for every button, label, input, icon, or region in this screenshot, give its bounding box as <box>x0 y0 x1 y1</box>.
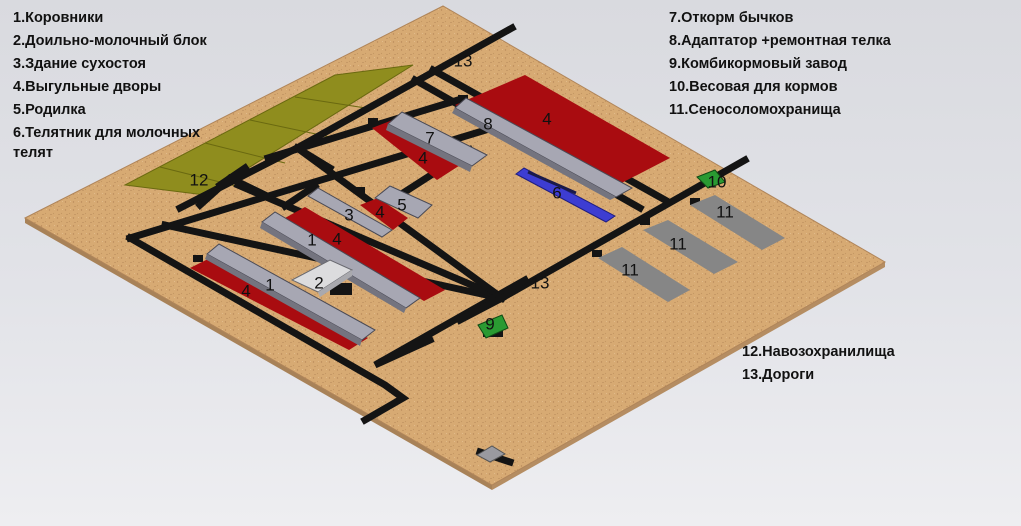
marker-11-a: 11 <box>716 202 734 221</box>
adaptation-barn-8 <box>452 97 634 200</box>
marker-2: 2 <box>314 273 323 292</box>
marker-3: 3 <box>344 205 353 224</box>
marker-7: 7 <box>425 128 434 147</box>
marker-6: 6 <box>552 183 561 202</box>
legend-right-bottom: 12.Навозохранилища 13.Дороги <box>742 341 895 387</box>
gatehouse-block <box>475 445 507 463</box>
dry-cow-building-3 <box>307 187 393 238</box>
marker-1-lower: 1 <box>265 275 274 294</box>
legend-item-12: 12.Навозохранилища <box>742 344 895 360</box>
bull-fattening-7 <box>386 111 488 172</box>
legend-item-11: 11.Сеносоломохранища <box>669 102 841 118</box>
hay-storage-11-a <box>690 195 785 250</box>
cowshed-1-lower <box>205 243 376 346</box>
exercise-yard-4-lower <box>190 258 368 350</box>
marker-12: 12 <box>190 170 209 189</box>
legend-right-top: 7.Откорм бычков 8.Адаптатор +ремонтная т… <box>669 7 891 122</box>
legend-item-3: 3.Здание сухостоя <box>13 56 146 72</box>
hay-storage-11-b <box>643 220 738 274</box>
exercise-yard-4-large <box>455 75 670 190</box>
legend-item-5: 5.Родилка <box>13 102 86 118</box>
marker-10: 10 <box>708 172 727 191</box>
roads-13 <box>125 23 750 467</box>
marker-8: 8 <box>483 114 492 133</box>
legend-item-13: 13.Дороги <box>742 367 815 383</box>
milking-block-2 <box>290 259 354 297</box>
exercise-yard-4-middle <box>285 207 445 301</box>
marker-4-upper: 4 <box>418 148 427 167</box>
marker-9: 9 <box>485 314 494 333</box>
exercise-yard-4-small <box>360 198 408 230</box>
feed-scale-10 <box>696 169 726 189</box>
legend-item-1: 1.Коровники <box>13 10 104 26</box>
maternity-5 <box>374 185 433 219</box>
marker-11-b: 11 <box>669 234 687 253</box>
manure-storage-12 <box>123 64 414 196</box>
legend-item-8: 8.Адаптатор +ремонтная телка <box>669 33 891 49</box>
legend-left: 1.Коровники 2.Доильно-молочный блок 3.Зд… <box>13 7 243 163</box>
legend-item-10: 10.Весовая для кормов <box>669 79 838 95</box>
hay-storage-11-c <box>598 247 690 302</box>
legend-item-2: 2.Доильно-молочный блок <box>13 33 207 49</box>
marker-4-large: 4 <box>542 109 551 128</box>
calf-house-6 <box>515 167 616 223</box>
legend-item-9: 9.Комбикормовый завод <box>669 56 847 72</box>
marker-4-middle: 4 <box>332 229 341 248</box>
marker-4-lower: 4 <box>241 281 250 300</box>
legend-item-7: 7.Откорм бычков <box>669 10 794 26</box>
site-ground-side <box>25 218 492 490</box>
marker-1-middle: 1 <box>307 230 316 249</box>
marker-5: 5 <box>397 195 406 214</box>
legend-item-4: 4.Выгульные дворы <box>13 79 162 95</box>
feed-plant-9 <box>477 314 509 339</box>
site-ground-front <box>492 262 885 490</box>
marker-13-top: 13 <box>454 51 473 70</box>
marker-11-c: 11 <box>621 260 639 279</box>
marker-13-center: 13 <box>531 273 550 292</box>
marker-4-small: 4 <box>375 202 384 221</box>
legend-item-6: 6.Телятник для молочных телят <box>13 125 201 161</box>
